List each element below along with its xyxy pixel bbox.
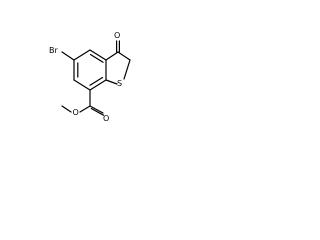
molecule-diagram: Br O S O O — [49, 31, 131, 123]
bromine-bond — [61, 51, 75, 61]
ester-ether-oxygen-label: O — [73, 108, 79, 117]
benzene-ring — [73, 49, 107, 91]
ester-carbonyl-oxygen-label: O — [103, 114, 109, 123]
thiophenone-ring — [105, 51, 131, 85]
ester-group — [61, 89, 105, 116]
sulfur-label: S — [117, 79, 122, 88]
structure-canvas: Br O S O O — [0, 0, 152, 152]
bromine-label: Br — [49, 46, 58, 55]
ketone-oxygen-label: O — [114, 31, 120, 40]
ketone-group — [115, 40, 121, 53]
